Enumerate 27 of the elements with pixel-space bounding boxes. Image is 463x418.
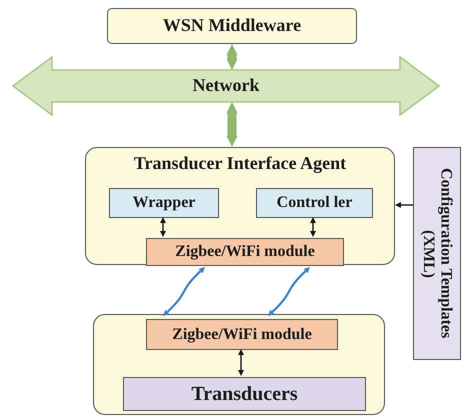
device-container (93, 314, 385, 415)
wrapper-box (109, 188, 219, 218)
config-templates-box (413, 147, 461, 360)
arrow (226, 102, 238, 147)
node-label: Zigbee/WiFi module (172, 326, 312, 344)
node-label: Transducer Interface Agent (134, 154, 346, 174)
agent-container (85, 147, 395, 265)
transducers-box (123, 377, 366, 411)
node-label: Configuration Templates (XML) (419, 167, 455, 341)
radio-module-box (146, 238, 344, 266)
node-label: Control ler (276, 194, 352, 212)
arrow (238, 349, 244, 376)
node-label: Wrapper (132, 194, 196, 212)
controller-box (256, 188, 373, 218)
node-label: Zigbee/WiFi module (175, 243, 315, 261)
arrow (395, 202, 413, 208)
wireless-link-arrow (268, 266, 310, 316)
node-label: Network (192, 76, 260, 96)
arrow (226, 44, 238, 70)
node-label: WSN Middleware (162, 16, 302, 36)
middleware-box (107, 8, 357, 44)
network-band (12, 56, 440, 116)
wireless-link-arrow (163, 266, 205, 316)
arrow (310, 217, 316, 237)
radio-module-box (146, 319, 338, 350)
arrow (160, 217, 166, 237)
node-label: Transducers (191, 383, 298, 405)
